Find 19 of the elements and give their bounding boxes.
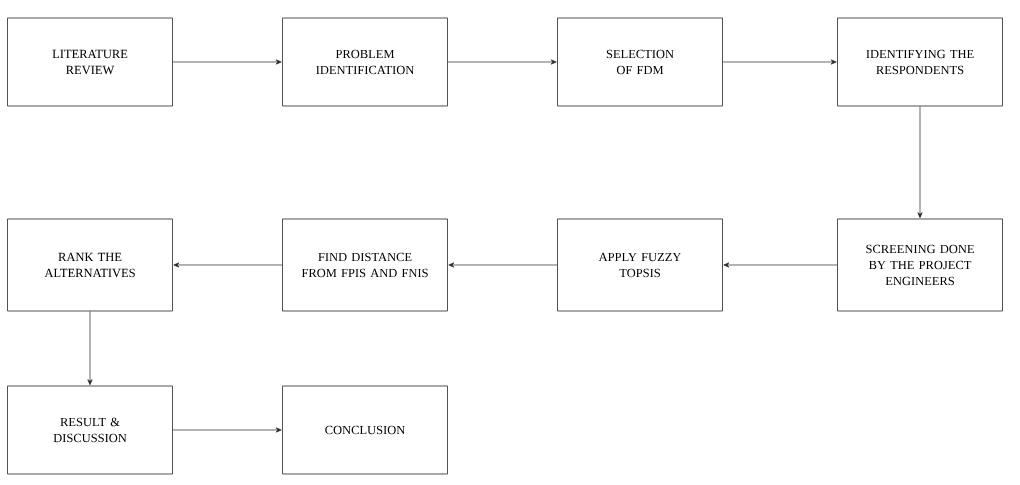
process-box: FIND DISTANCE FROM FPIS AND FNIS [282,218,448,312]
arrow [172,427,282,433]
process-box: SELECTION OF FDM [557,17,723,107]
arrow [172,59,282,65]
process-box: SCREENING DONE BY THE PROJECT ENGINEERS [837,218,1003,312]
process-box: PROBLEM IDENTIFICATION [282,17,448,107]
process-box: RANK THE ALTERNATIVES [7,218,173,312]
process-box: CONCLUSION [282,385,448,475]
arrow [448,262,558,268]
arrow [723,262,838,268]
process-box: LITERATURE REVIEW [7,17,173,107]
process-box: IDENTIFYING THE RESPONDENTS [837,17,1003,107]
arrow [447,59,557,65]
arrow [173,262,283,268]
process-box: RESULT & DISCUSSION [7,385,173,475]
arrow [87,311,93,386]
arrow [722,59,837,65]
process-box: APPLY FUZZY TOPSIS [557,218,723,312]
arrow [917,106,923,219]
